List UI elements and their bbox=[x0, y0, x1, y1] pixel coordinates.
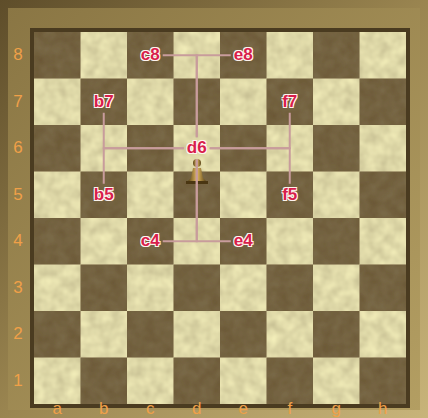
board-coordinate: 8 bbox=[13, 46, 22, 64]
knight-move-line bbox=[163, 55, 197, 137]
knight-move-line bbox=[163, 159, 197, 241]
square-label: e4 bbox=[231, 230, 256, 252]
knight-move-line bbox=[197, 55, 231, 137]
square-name: b7 bbox=[94, 92, 114, 112]
square-name: e8 bbox=[234, 45, 253, 65]
board-coordinate: 5 bbox=[13, 186, 22, 204]
square-name: d6 bbox=[187, 138, 207, 158]
board-coordinate: 3 bbox=[13, 279, 22, 297]
square-name: e4 bbox=[234, 231, 253, 251]
square-label: c4 bbox=[138, 230, 163, 252]
board-coordinate: 1 bbox=[13, 372, 22, 390]
square-name: f7 bbox=[282, 92, 297, 112]
board-coordinate: 2 bbox=[13, 325, 22, 343]
square-label: b5 bbox=[91, 184, 117, 206]
board-coordinate: b bbox=[99, 400, 108, 418]
square-label: b7 bbox=[91, 91, 117, 113]
board-coordinate: f bbox=[287, 400, 292, 418]
board-coordinate: a bbox=[53, 400, 62, 418]
knight-move-line bbox=[210, 113, 290, 149]
board-coordinate: h bbox=[378, 400, 387, 418]
square-name: f5 bbox=[282, 185, 297, 205]
board-coordinate: e bbox=[239, 400, 248, 418]
knight-move-line bbox=[104, 113, 184, 149]
board-coordinate: 4 bbox=[13, 232, 22, 250]
board-coordinate: d bbox=[192, 400, 201, 418]
knight-move-line bbox=[104, 148, 184, 184]
board-coordinate: c bbox=[146, 400, 155, 418]
knight-move-line bbox=[197, 159, 231, 241]
square-label: e8 bbox=[231, 44, 256, 66]
square-name: b5 bbox=[94, 185, 114, 205]
square-label: c8 bbox=[138, 44, 163, 66]
square-label: d6 bbox=[184, 137, 210, 159]
board-coordinate: 6 bbox=[13, 139, 22, 157]
square-label: f7 bbox=[279, 91, 300, 113]
board-coordinate: g bbox=[332, 400, 341, 418]
square-name: c8 bbox=[141, 45, 160, 65]
square-label: f5 bbox=[279, 184, 300, 206]
board-coordinate: 7 bbox=[13, 93, 22, 111]
knight-move-line bbox=[210, 148, 290, 184]
square-name: c4 bbox=[141, 231, 160, 251]
